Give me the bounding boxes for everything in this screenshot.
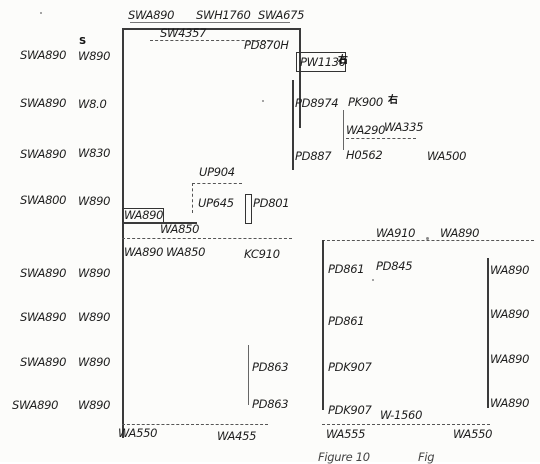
left-row-w: W890 (78, 194, 111, 208)
label-pd801: PD801 (253, 196, 290, 210)
label-wa890-r2: WA890 (490, 307, 530, 321)
left-row-sw: SWA890 (12, 398, 59, 412)
label-pd870h: PD870H (244, 38, 289, 52)
label-wa290: WA290 (346, 123, 386, 137)
label-pd8974: PD8974 (295, 96, 339, 110)
left-row-w: W890 (78, 398, 111, 412)
label-pd861-a: PD861 (328, 262, 365, 276)
left-row-sw: SWA890 (20, 48, 67, 62)
left-row-w: W830 (78, 146, 111, 160)
top-rail-line-upper (130, 22, 290, 23)
left-row-sw: SWA890 (20, 147, 67, 161)
top-rail-line (122, 28, 300, 30)
label-wa455: WA455 (217, 429, 257, 443)
label-h0562: H0562 (346, 148, 383, 162)
label-wa890-r1: WA890 (490, 263, 530, 277)
label-wa550-left: WA550 (118, 426, 158, 440)
right-left-vertical (322, 240, 324, 410)
up645-left-edge (192, 183, 193, 213)
left-row-sw: SWA890 (20, 96, 67, 110)
label-wa555: WA555 (326, 427, 366, 441)
label-wa890-b: WA890 (124, 245, 164, 259)
mid-dash (150, 40, 270, 41)
label-pdk907-b: PDK907 (328, 403, 372, 417)
left-row-w: W8.0 (78, 97, 107, 111)
scan-speck (40, 12, 42, 14)
label-pd863-b: PD863 (252, 397, 289, 411)
left-row-w: W890 (78, 355, 111, 369)
left-row-sw: SWA800 (20, 193, 67, 207)
left-row-sw: SWA890 (20, 266, 67, 280)
wa850-bar (122, 222, 197, 224)
right-vertical-mid (292, 80, 294, 170)
bottom-caption-2: Fig (418, 450, 435, 464)
left-row-w: W890 (78, 310, 111, 324)
pd863-vertical (248, 345, 249, 405)
label-wa890-r3: WA890 (490, 352, 530, 366)
label-wa890-small: WA890 (124, 208, 164, 222)
bottom-left-dash (122, 424, 268, 425)
right-vertical-top (299, 28, 301, 128)
up904-dash (192, 183, 242, 184)
label-pw1130: PW1130 (300, 55, 346, 69)
label-pk900: PK900 (348, 95, 383, 109)
left-row-w: W890 (78, 266, 111, 280)
label-up645: UP645 (198, 196, 234, 210)
bottom-right-dash (322, 424, 490, 425)
scan-speck (372, 279, 374, 281)
left-row-sw: SWA890 (20, 310, 67, 324)
label-pd863-a: PD863 (252, 360, 289, 374)
label-wa890-r: WA890 (440, 226, 480, 240)
pw1130-box (296, 52, 346, 72)
scan-speck (262, 100, 264, 102)
right-mark-1: 右 (338, 55, 348, 66)
label-wa850-b: WA850 (166, 245, 206, 259)
wa910-dash (322, 240, 534, 241)
label-top-swa675: SWA675 (258, 8, 305, 22)
label-kc910: KC910 (244, 247, 280, 261)
pd801-box (245, 194, 252, 224)
scan-speck (426, 237, 429, 240)
right-mark-2: 右 (388, 95, 398, 106)
label-pdk907-a: PDK907 (328, 360, 372, 374)
label-wa850-a: WA850 (160, 222, 200, 236)
label-wa500: WA500 (427, 149, 467, 163)
wa890-small-box (122, 208, 164, 224)
bottom-caption-1: Figure 10 (318, 450, 370, 464)
left-row-w: W890 (78, 49, 111, 63)
label-wa890-r4: WA890 (490, 396, 530, 410)
left-vertical-bus (122, 28, 124, 438)
label-wa335: WA335 (384, 120, 424, 134)
label-pd845: PD845 (376, 259, 413, 273)
label-w1560: W-1560 (380, 408, 423, 422)
wa290-underline (346, 138, 416, 139)
s-marker: S (79, 36, 87, 47)
label-pd861-b: PD861 (328, 314, 365, 328)
label-wa550-right: WA550 (453, 427, 493, 441)
right-right-vertical (487, 258, 489, 408)
label-up904: UP904 (199, 165, 235, 179)
left-row-sw: SWA890 (20, 355, 67, 369)
label-wa910: WA910 (376, 226, 416, 240)
label-top-swh1760: SWH1760 (196, 8, 251, 22)
label-sw4357: SW4357 (160, 26, 207, 40)
label-pd887: PD887 (295, 149, 332, 163)
wa290-connector (343, 110, 344, 150)
wa850-dash (122, 238, 292, 239)
label-top-swa890: SWA890 (128, 8, 175, 22)
